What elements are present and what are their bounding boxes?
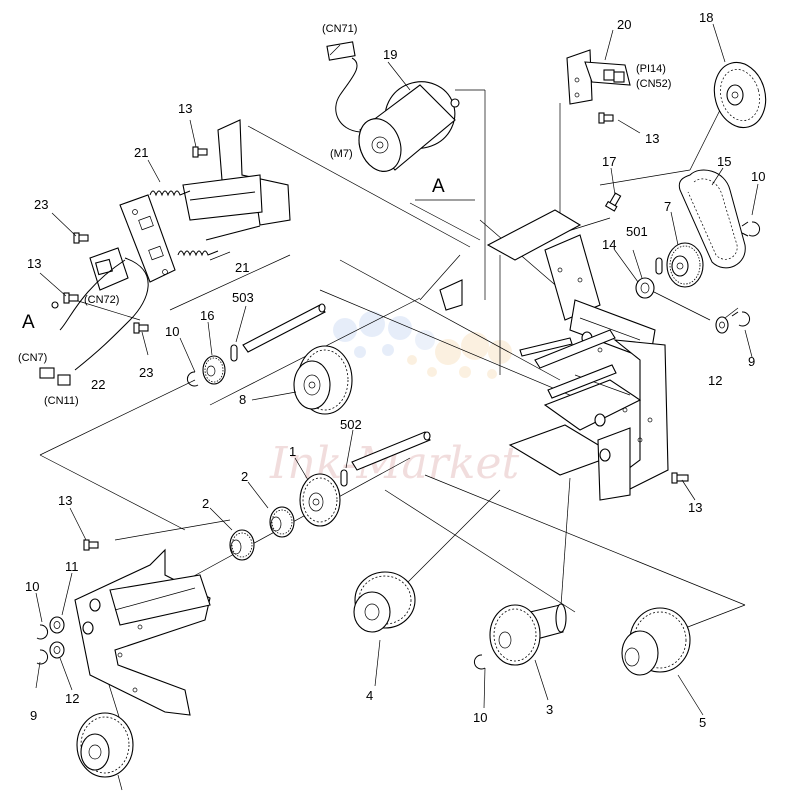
- callout-13: 13: [688, 500, 702, 515]
- sensor-label-pi14: (PI14): [636, 63, 666, 75]
- e-ring-10-upper: [741, 221, 761, 237]
- reference-label-a: A: [22, 312, 35, 333]
- callout-1: 1: [289, 444, 296, 459]
- bushing-2-left: [229, 529, 255, 561]
- callout-11: 11: [65, 559, 79, 574]
- callout-18: 18: [699, 10, 713, 25]
- pin-501: [655, 257, 663, 275]
- connector-label-cn7: (CN7): [18, 352, 47, 364]
- gear-5: [621, 607, 691, 676]
- callout-503: 503: [232, 290, 254, 305]
- reference-label-a: A: [432, 176, 445, 197]
- shaft-502: [351, 431, 431, 471]
- bushing-2-right: [269, 506, 295, 538]
- callout-10: 10: [25, 579, 39, 594]
- encoder-wheel-18: [713, 61, 767, 129]
- gear-bottom-left: [76, 712, 134, 778]
- motor-label-m7: (M7): [330, 148, 353, 160]
- e-ring-9-right: [731, 311, 751, 327]
- callout-4: 4: [366, 688, 373, 703]
- main-frame: [439, 209, 669, 501]
- callout-10: 10: [165, 324, 179, 339]
- callout-13: 13: [178, 101, 192, 116]
- callout-5: 5: [699, 715, 706, 730]
- callout-21: 21: [134, 145, 148, 160]
- connector-label-cn52: (CN52): [636, 78, 671, 90]
- gear-8: [293, 345, 353, 415]
- callout-13: 13: [645, 131, 659, 146]
- screw-17: [604, 192, 622, 212]
- washer-12-right: [715, 316, 729, 334]
- callout-13: 13: [27, 256, 41, 271]
- callout-9: 9: [30, 708, 37, 723]
- left-frame-hardware: [36, 371, 486, 670]
- motor-m7: [326, 41, 460, 172]
- callout-16: 16: [200, 308, 214, 323]
- sensor-mount-plate: [119, 194, 176, 283]
- spring-21-lower: [177, 250, 219, 257]
- callout-7: 7: [664, 199, 671, 214]
- callout-12: 12: [708, 373, 722, 388]
- pin-503: [230, 344, 238, 362]
- left-side-frame: [74, 548, 211, 716]
- connector-label-cn72: (CN72): [84, 294, 119, 306]
- callout-17: 17: [602, 154, 616, 169]
- callout-22: 22: [91, 377, 105, 392]
- timing-belt-15: [678, 169, 746, 269]
- callout-23: 23: [139, 365, 153, 380]
- screws-left: [51, 146, 208, 334]
- callout-23: 23: [34, 197, 48, 212]
- connector-label-cn11: (CN11): [44, 395, 79, 407]
- shaft-upper: [242, 303, 326, 353]
- gear-1: [299, 473, 341, 527]
- callout-14: 14: [602, 237, 616, 252]
- gear-3: [489, 603, 567, 666]
- pulley-7: [666, 242, 704, 288]
- callout-501: 501: [626, 224, 648, 239]
- callout-9: 9: [748, 354, 755, 369]
- callout-10: 10: [751, 169, 765, 184]
- callout-10: 10: [473, 710, 487, 725]
- callout-15: 15: [717, 154, 731, 169]
- callout-13: 13: [58, 493, 72, 508]
- bearing-14: [635, 277, 655, 299]
- callout-20: 20: [617, 17, 631, 32]
- callout-21: 21: [235, 260, 249, 275]
- gear-4: [353, 571, 416, 633]
- screw-13-frame: [671, 472, 689, 484]
- connector-label-cn71: (CN71): [322, 23, 357, 35]
- harness-22: [39, 257, 149, 386]
- upper-left-bracket: [182, 119, 291, 241]
- callout-2: 2: [202, 496, 209, 511]
- gear-16: [202, 355, 226, 385]
- frame-shafts: [519, 329, 617, 399]
- callout-2: 2: [241, 469, 248, 484]
- pin-502: [340, 469, 348, 487]
- watermark-dots: [333, 311, 512, 379]
- callout-19: 19: [383, 47, 397, 62]
- callout-3: 3: [546, 702, 553, 717]
- sensor-bracket-pi14: [566, 49, 631, 124]
- spring-21-upper: [149, 190, 191, 197]
- callout-8: 8: [239, 392, 246, 407]
- callout-leaders: [35, 23, 759, 791]
- callout-labels: 13 21 23 13 (CN72) A 21 23 (CN7) 22 (CN1…: [18, 10, 765, 730]
- callout-502: 502: [340, 417, 362, 432]
- callout-12: 12: [65, 691, 79, 706]
